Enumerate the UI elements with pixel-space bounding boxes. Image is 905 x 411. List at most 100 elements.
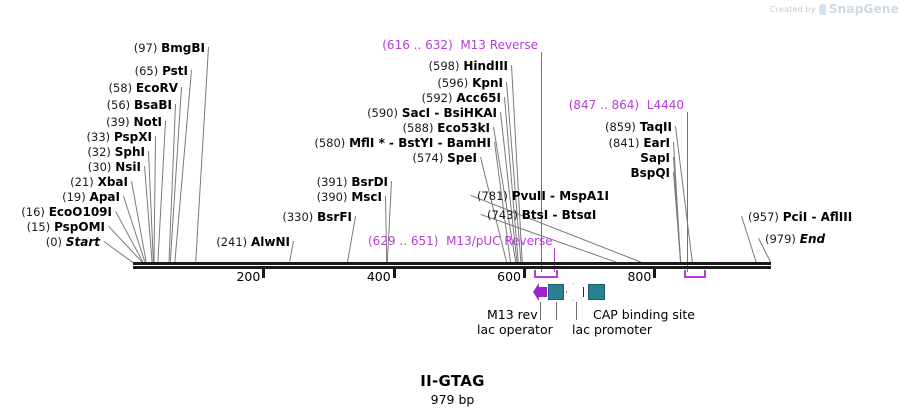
watermark-created-by-text: Created by xyxy=(769,4,816,14)
enzyme-position: (979) xyxy=(765,232,796,246)
primer-leader-l4440 xyxy=(687,112,688,272)
enzyme-name: EcoRV xyxy=(135,81,178,95)
enzyme-name: Eco53kI xyxy=(437,121,490,135)
enzyme-name: PstI xyxy=(162,64,188,78)
enzyme-name: PspOMI xyxy=(54,220,105,234)
feature-glyph-lac-operator[interactable] xyxy=(548,284,564,300)
enzyme-label-pspomi: (15) PspOMI xyxy=(27,221,105,233)
enzyme-position: (241) xyxy=(216,235,248,249)
enzyme-name: MscI xyxy=(351,190,382,204)
snapgene-logo-icon xyxy=(818,3,826,15)
enzyme-name: PspXI xyxy=(113,130,152,144)
feature-glyph-cap-binding-site[interactable] xyxy=(588,284,605,300)
leader-line-bsrdi xyxy=(386,180,392,262)
feature-leader-m13-rev xyxy=(540,302,541,320)
primer-name: L4440 xyxy=(646,98,684,112)
enzyme-position: (97) xyxy=(133,41,158,55)
enzyme-name: ApaI xyxy=(89,190,120,204)
enzyme-position: (859) xyxy=(604,120,636,134)
enzyme-name: HindIII xyxy=(463,59,508,73)
plasmid-length-label: 979 bp xyxy=(430,392,475,407)
axis-tick-600 xyxy=(523,269,526,278)
enzyme-name: BspQI xyxy=(630,166,670,180)
axis-tick-800 xyxy=(653,269,657,278)
axis-tick-label-800: 800 xyxy=(627,269,652,284)
enzyme-label-mfli: (580) MflI * - BstYI - BamHI xyxy=(314,137,491,149)
enzyme-position: (390) xyxy=(316,190,348,204)
enzyme-name: BsrDI xyxy=(351,175,388,189)
enzyme-name: BsaBI xyxy=(134,98,172,112)
primer-label-m13-reverse: (616 .. 632) M13 Reverse xyxy=(382,39,538,51)
enzyme-label-ecoo109i: (16) EcoO109I xyxy=(21,206,112,218)
enzyme-name: SphI xyxy=(114,145,145,159)
enzyme-label-eari: (841) EarI xyxy=(609,137,670,149)
enzyme-name: AflIII xyxy=(820,210,853,224)
enzyme-position: (15) xyxy=(26,220,51,234)
enzyme-name: TaqII xyxy=(639,120,672,134)
enzyme-name: Start xyxy=(65,235,100,249)
enzyme-position: (65) xyxy=(134,64,159,78)
enzyme-label-end: (979) End xyxy=(765,233,825,245)
axis-tick-label-600: 600 xyxy=(497,269,521,284)
enzyme-name: BmgBI xyxy=(161,41,205,55)
feature-glyph-lac-promoter[interactable] xyxy=(566,283,584,301)
enzyme-position: (580) xyxy=(314,136,346,150)
enzyme-name: BamHI xyxy=(446,136,491,150)
enzyme-label-alwni: (241) AlwNI xyxy=(216,236,290,248)
enzyme-name: NotI xyxy=(133,115,163,129)
backbone-top-strand xyxy=(133,262,771,265)
primer-label-l4440: (847 .. 864) L4440 xyxy=(569,99,684,111)
bracket-l4440 xyxy=(684,270,706,278)
enzyme-position: (39) xyxy=(106,115,130,129)
enzyme-label-hindiii: (598) HindIII xyxy=(429,60,508,72)
enzyme-label-bmgbi: (97) BmgBI xyxy=(134,42,205,54)
feature-label-lac-operator: lac operator xyxy=(477,322,553,337)
enzyme-name-separator: - xyxy=(384,136,399,150)
enzyme-position: (598) xyxy=(428,59,460,73)
enzyme-label-acc65i: (592) Acc65I xyxy=(422,92,501,104)
enzyme-label-pvuii: (781) PvuII - MspA1I xyxy=(477,190,609,202)
enzyme-position: (957) xyxy=(748,210,779,224)
enzyme-label-bsrfi: (330) BsrFI xyxy=(282,211,352,223)
feature-label-lac-promoter: lac promoter xyxy=(572,322,652,337)
leader-line-pvuii xyxy=(470,195,642,263)
enzyme-name-separator: - xyxy=(545,189,560,203)
axis-tick-label-400: 400 xyxy=(366,269,391,284)
enzyme-name: SpeI xyxy=(447,151,477,165)
enzyme-label-noti: (39) NotI xyxy=(106,116,162,128)
enzyme-name: BtsαI xyxy=(561,208,597,222)
enzyme-label-pcii: (957) PciI - AflIII xyxy=(748,211,852,223)
backbone-bottom-strand xyxy=(133,266,771,269)
enzyme-label-spei: (574) SpeI xyxy=(412,152,477,164)
enzyme-label-bsrdi: (391) BsrDI xyxy=(317,176,388,188)
enzyme-position: (19) xyxy=(62,190,86,204)
enzyme-name: SacI xyxy=(401,106,431,120)
leader-line-pspxi xyxy=(153,135,156,262)
enzyme-position: (574) xyxy=(412,151,444,165)
enzyme-position: (56) xyxy=(106,98,131,112)
feature-glyph-m13-rev[interactable] xyxy=(533,283,547,301)
enzyme-position: (58) xyxy=(108,81,133,95)
enzyme-name: EcoO109I xyxy=(48,205,112,219)
enzyme-position: (32) xyxy=(87,145,111,159)
enzyme-name: SapI xyxy=(640,151,670,165)
enzyme-label-xbai: (21) XbaI xyxy=(70,176,128,188)
enzyme-position: (781) xyxy=(477,189,508,203)
enzyme-position: (16) xyxy=(21,205,45,219)
enzyme-name: EarI xyxy=(643,136,670,150)
primer-label-m13-puc-reverse: (629 .. 651) M13/pUC Reverse xyxy=(368,235,553,247)
enzyme-label-saci: (590) SacI - BsiHKAI xyxy=(367,107,497,119)
enzyme-position: (590) xyxy=(367,106,398,120)
enzyme-label-nsii: (30) NsiI xyxy=(88,161,141,173)
enzyme-name: KpnI xyxy=(472,76,503,90)
enzyme-position: (391) xyxy=(316,175,348,189)
enzyme-position: (21) xyxy=(70,175,94,189)
enzyme-name: NsiI xyxy=(115,160,141,174)
enzyme-position: (596) xyxy=(437,76,469,90)
enzyme-position: (841) xyxy=(608,136,640,150)
feature-label-cap-binding-site: CAP binding site xyxy=(593,307,695,322)
enzyme-name: BtsI xyxy=(521,208,549,222)
enzyme-name: PvuII xyxy=(511,189,546,203)
enzyme-name-separator: - xyxy=(433,136,447,150)
